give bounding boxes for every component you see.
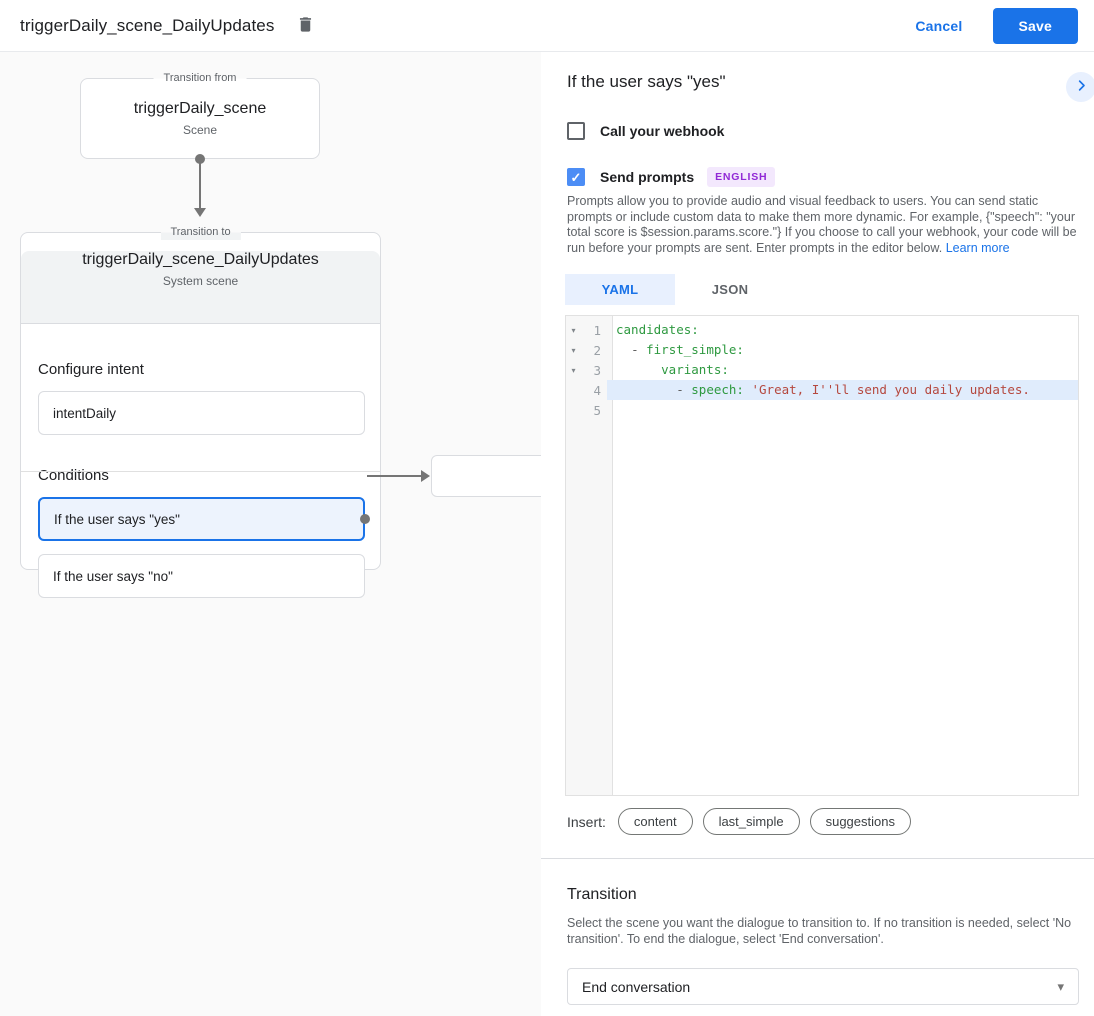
transition-from-node[interactable]: Transition from triggerDaily_scene Scene [80,71,320,159]
code-lines: ▾ 1 candidates: ▾ 2 - first_simple: ▾ 3 varian… [566,320,1078,420]
line-number: 1 [593,322,601,338]
code-line-3: ▾ 3 variants: [566,360,1078,380]
transition-description: Select the scene you want the dialogue t… [567,916,1072,946]
to-scene-name: triggerDaily_scene_DailyUpdates [82,251,319,268]
token-key: variants: [661,362,729,377]
condition-connector-dot [360,514,370,524]
token-plain [616,382,676,397]
to-scene-body: Configure intent intentDaily Conditions … [21,361,380,598]
flow-arrowhead-right [421,470,430,482]
token-string: 'Great, I''ll send you daily updates. [751,382,1030,397]
flow-arrow-down [199,159,201,208]
conditions-label: Conditions [38,467,109,484]
panel-divider [541,858,1094,859]
to-scene-header: triggerDaily_scene_DailyUpdates System s… [21,251,380,324]
code-text: variants: [607,360,1078,380]
flow-arrow-right [367,475,423,477]
send-prompts-checkbox[interactable]: ✓ [567,168,585,186]
token-key: candidates: [616,322,699,337]
fold-toggle-icon[interactable]: ▾ [571,365,576,375]
fold-toggle-icon[interactable]: ▾ [571,325,576,335]
checkmark-icon: ✓ [570,169,582,185]
line-number: 2 [593,342,601,358]
transition-heading: Transition [567,886,637,903]
editor-tabs: YAML JSON [565,274,785,305]
learn-more-link[interactable]: Learn more [945,240,1010,255]
transition-select[interactable]: End conversation ▾ [567,968,1079,1005]
page-title: triggerDaily_scene_DailyUpdates [20,15,275,35]
transition-from-legend: Transition from [153,71,247,86]
trash-icon [296,15,315,37]
send-prompts-row: ✓ Send prompts ENGLISH [567,167,776,187]
from-scene-type: Scene [182,123,218,137]
configure-intent-label: Configure intent [38,361,144,378]
save-button[interactable]: Save [992,7,1078,44]
transition-select-value: End conversation [582,978,691,995]
collapse-panel-button[interactable] [1066,72,1094,102]
language-badge: ENGLISH [707,167,776,187]
line-number: 4 [593,382,601,398]
cancel-button[interactable]: Cancel [915,17,963,34]
editor-gutter [566,316,613,795]
webhook-checkbox[interactable] [567,122,585,140]
insert-buttons: content last_simple suggestions [617,808,921,835]
webhook-row: Call your webhook [567,122,724,140]
token-key: first_simple: [646,342,744,357]
condition-item-0[interactable]: If the user says "yes" [38,497,370,541]
chevron-right-icon [1074,78,1089,96]
insert-content-button[interactable]: content [617,808,693,835]
panel-title: If the user says "yes" [567,72,726,91]
webhook-label: Call your webhook [600,123,725,139]
line-number: 5 [593,402,601,418]
code-text: - speech: 'Great, I''ll send you daily u… [607,380,1078,400]
token-key: speech: [691,382,752,397]
delete-scene-button[interactable] [292,13,318,39]
next-scene-node-partial[interactable] [431,455,541,497]
conditions-list: If the user says "yes" If the user says "… [38,497,370,598]
code-text: - first_simple: [607,340,1078,360]
tab-yaml[interactable]: YAML [565,274,675,305]
fold-toggle-icon[interactable]: ▾ [571,345,576,355]
token-plain [616,362,661,377]
flow-arrowhead-down [194,208,206,217]
send-prompts-label: Send prompts [600,169,695,185]
app-header: triggerDaily_scene_DailyUpdates Cancel S… [0,0,1094,52]
condition-item-1[interactable]: If the user says "no" [38,554,365,598]
insert-row: Insert: content last_simple suggestions [567,808,921,835]
prompts-description-text: Prompts allow you to provide audio and v… [567,194,1077,255]
to-scene-type: System scene [162,274,239,288]
transition-to-legend: Transition to [160,225,241,240]
code-line-2: ▾ 2 - first_simple: [566,340,1078,360]
yaml-code-editor[interactable]: ▾ 1 candidates: ▾ 2 - first_simple: ▾ 3 varian… [565,315,1079,796]
code-line-1: ▾ 1 candidates: [566,320,1078,340]
code-text [607,400,1078,420]
token-plain [616,342,631,357]
line-number: 3 [593,362,601,378]
insert-suggestions-button[interactable]: suggestions [809,808,911,835]
prompts-description: Prompts allow you to provide audio and v… [567,194,1083,256]
code-line-5: 5 [566,400,1078,420]
condition-detail-panel: If the user says "yes" Call your webhook… [541,52,1094,1016]
insert-label: Insert: [567,813,606,830]
code-text: candidates: [607,320,1078,340]
code-line-4: 4 - speech: 'Great, I''ll send you daily… [566,380,1078,400]
token-meta: - [676,382,692,397]
card-section-divider [21,471,380,472]
tab-json[interactable]: JSON [711,282,749,297]
intent-field[interactable]: intentDaily [38,391,365,435]
scene-flow-canvas: Transition from triggerDaily_scene Scene… [0,52,541,1016]
insert-last_simple-button[interactable]: last_simple [702,808,800,835]
transition-to-card: Transition to triggerDaily_scene_DailyUp… [20,225,381,598]
from-scene-name: triggerDaily_scene [133,100,267,117]
dropdown-caret-icon: ▾ [1057,978,1064,994]
token-meta: - [631,342,647,357]
